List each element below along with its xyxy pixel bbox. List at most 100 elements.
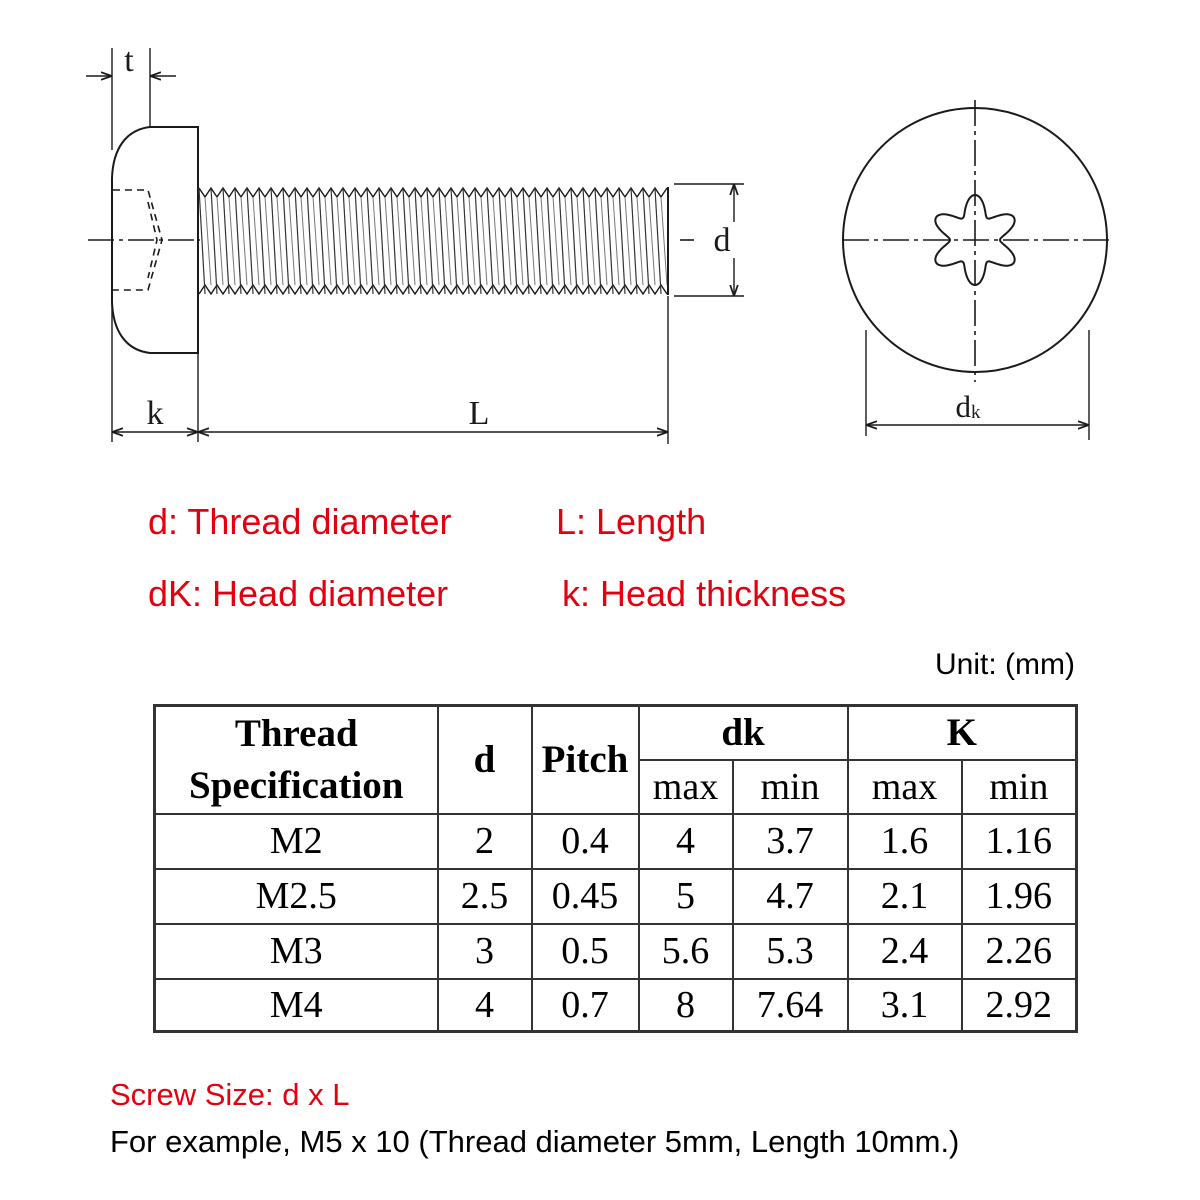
thread-root-line (228, 196, 236, 286)
thread-line (402, 187, 410, 295)
thread-root-line (444, 196, 452, 286)
thread-root-line (276, 196, 284, 286)
thread-root-line (216, 196, 224, 286)
thread-line (534, 187, 542, 295)
table-subheader-row: max min max min (155, 758, 1078, 815)
cell-dk-min: 4.7 (731, 867, 849, 925)
thread-line (294, 187, 302, 295)
cell-k-max: 3.1 (846, 977, 963, 1033)
thread-root-line (324, 196, 332, 286)
header-d: d (436, 704, 533, 815)
legend-head-thickness: k: Head thickness (562, 573, 847, 614)
cell-thread: M2 (153, 812, 439, 870)
thread-line (558, 187, 566, 295)
thread-line (450, 187, 458, 295)
thread-root-line (312, 196, 320, 286)
thread-root-line (648, 196, 656, 286)
header-dk: dk (637, 704, 849, 761)
cell-dk-min: 3.7 (731, 812, 849, 870)
table-row: M3 3 0.5 5.6 5.3 2.4 2.26 (153, 922, 1078, 980)
thread-line (582, 187, 590, 295)
dimension-k-label: k (147, 395, 164, 432)
dimension-t: t (86, 42, 176, 150)
thread-root-line (576, 196, 584, 286)
thread-root-line (540, 196, 548, 286)
thread-root-line (480, 196, 488, 286)
screw-end-view: dk (842, 100, 1112, 440)
header-dk-min: min (731, 758, 849, 815)
dimension-d-label: d (714, 222, 731, 259)
cell-k-max: 2.4 (846, 922, 963, 980)
thread-line (630, 187, 638, 295)
screw-side-view: t d k L (86, 42, 744, 444)
thread-line (510, 187, 518, 295)
thread-line (330, 187, 338, 295)
thread-root-line (636, 196, 644, 286)
cell-pitch: 0.7 (530, 977, 640, 1033)
thread-line (438, 187, 446, 295)
header-thread-specification: Thread Specification (153, 704, 439, 815)
header-pitch: Pitch (530, 704, 640, 815)
thread-line (474, 187, 482, 295)
thread-root-line (264, 196, 272, 286)
cell-dk-min: 5.3 (731, 922, 849, 980)
thread-root-line (456, 196, 464, 286)
thread-root-line (612, 196, 620, 286)
header-dk-max: max (637, 758, 734, 815)
thread-crest-top (198, 186, 668, 199)
thread-root-line (252, 196, 260, 286)
cell-k-min: 2.26 (960, 922, 1078, 980)
thread-root-line (408, 196, 416, 286)
thread-line (618, 187, 626, 295)
cell-thread: M4 (153, 977, 439, 1033)
thread-line (606, 187, 614, 295)
legend-head-diameter: dK: Head diameter (148, 573, 449, 614)
thread-line (498, 187, 506, 295)
thread-line (258, 187, 266, 295)
thread-root-line (336, 196, 344, 286)
dimension-k: k (111, 300, 199, 442)
screw-size-note: Screw Size: d x L (110, 1077, 350, 1112)
thread-line (594, 187, 602, 295)
thread-shank (198, 186, 668, 296)
dimension-dk: dk (865, 330, 1090, 440)
table-row: M2 2 0.4 4 3.7 1.6 1.16 (153, 812, 1078, 870)
end-view-centerlines (843, 100, 1112, 382)
thread-root-line (516, 196, 524, 286)
cell-dk-max: 8 (637, 977, 734, 1033)
thread-line (306, 187, 314, 295)
cell-d: 2.5 (436, 867, 533, 925)
thread-line (390, 187, 398, 295)
table-row: M4 4 0.7 8 7.64 3.1 2.92 (153, 977, 1078, 1033)
cell-pitch: 0.45 (530, 867, 640, 925)
cell-dk-max: 4 (637, 812, 734, 870)
cell-thread: M3 (153, 922, 439, 980)
table-row: M2.5 2.5 0.45 5 4.7 2.1 1.96 (153, 867, 1078, 925)
dimension-d: d (674, 183, 744, 297)
thread-root-line (660, 196, 668, 286)
dimension-t-label: t (124, 42, 134, 79)
thread-root-line (384, 196, 392, 286)
thread-line (234, 187, 242, 295)
thread-line (198, 187, 206, 295)
cell-d: 2 (436, 812, 533, 870)
thread-line (486, 187, 494, 295)
specification-table: Thread Specification d Pitch dk K max mi… (153, 704, 1079, 1033)
thread-line (246, 187, 254, 295)
screw-technical-drawing: t d k L (86, 42, 1112, 444)
thread-line (222, 187, 230, 295)
header-k-min: min (960, 758, 1078, 815)
thread-line (342, 187, 350, 295)
cell-dk-max: 5.6 (637, 922, 734, 980)
dimension-L-label: L (469, 395, 490, 432)
thread-line (570, 187, 578, 295)
cell-thread: M2.5 (153, 867, 439, 925)
thread-root-line (360, 196, 368, 286)
thread-root-line (504, 196, 512, 286)
cell-d: 4 (436, 977, 533, 1033)
dimension-dk-label: dk (956, 389, 982, 424)
thread-root-line (432, 196, 440, 286)
thread-root-line (372, 196, 380, 286)
cell-pitch: 0.5 (530, 922, 640, 980)
thread-line (414, 187, 422, 295)
